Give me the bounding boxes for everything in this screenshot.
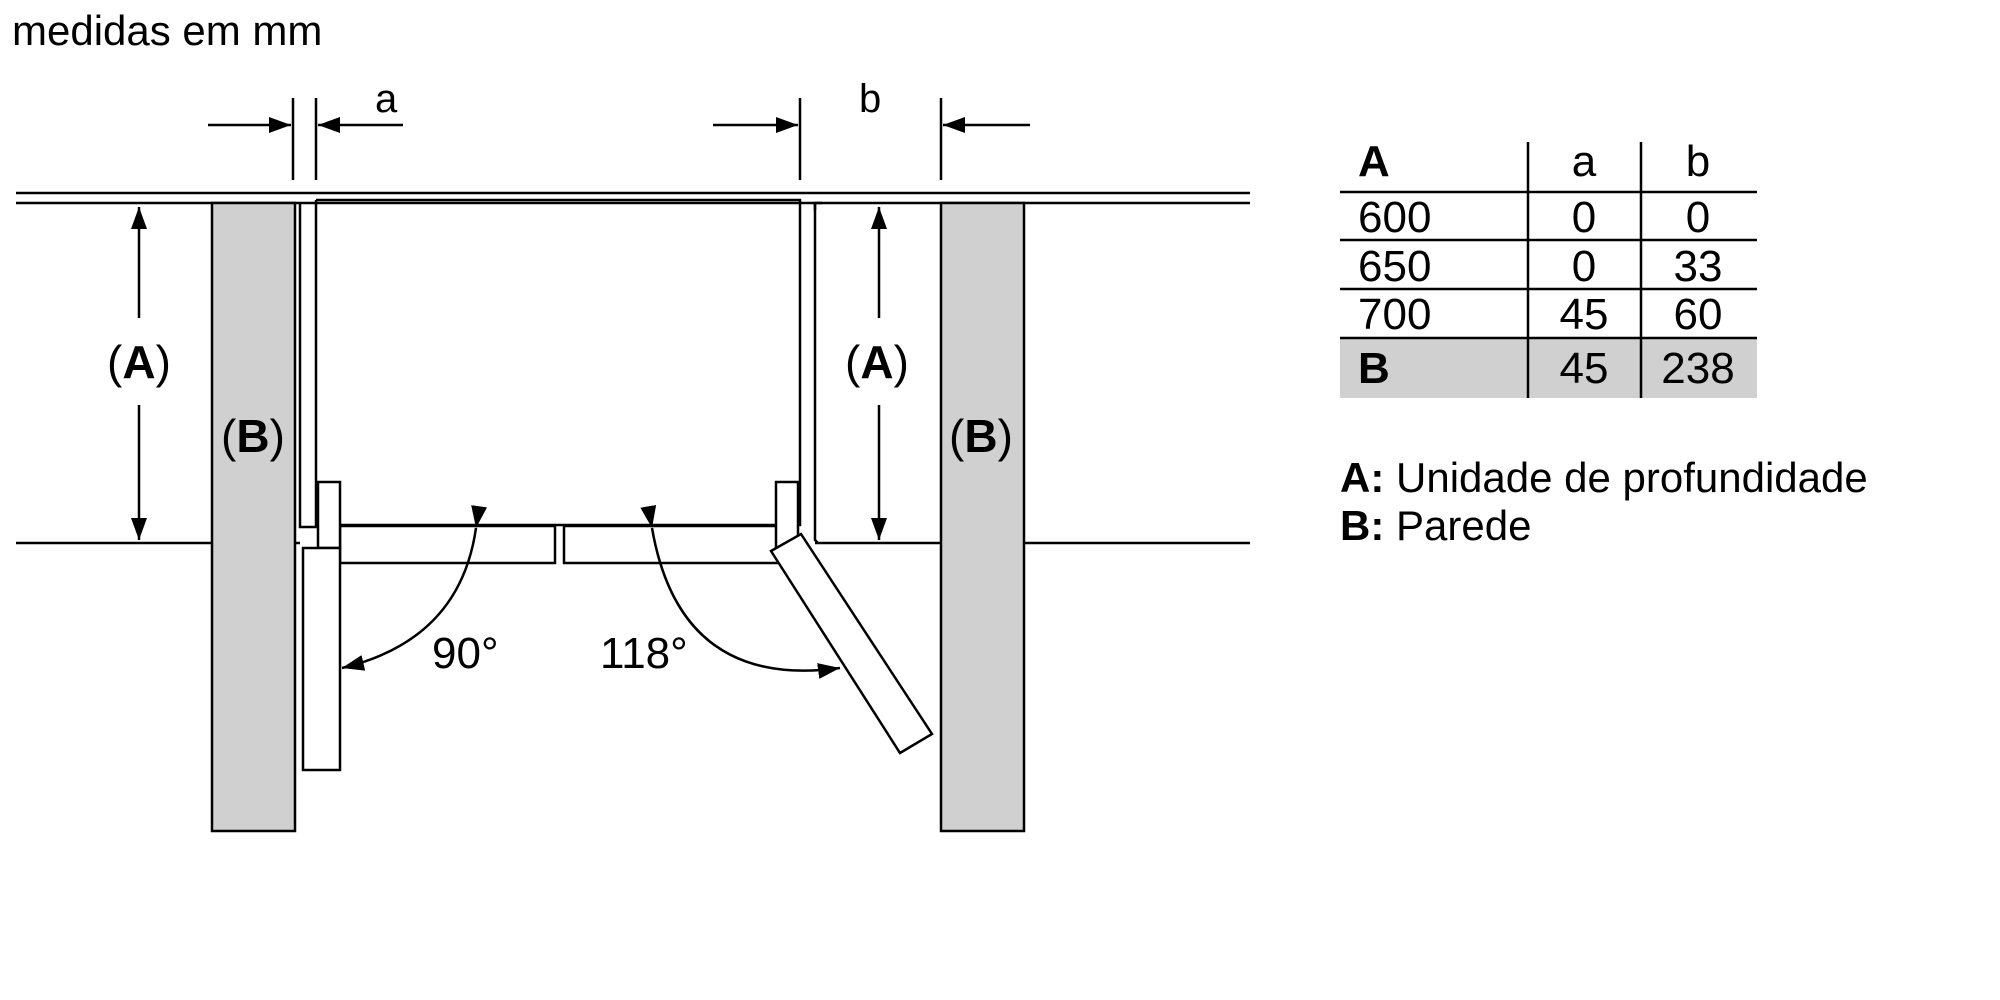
depth-a-left-label: (A) [107,336,171,388]
angle-90-label: 90° [432,629,499,678]
table-cell: 0 [1572,242,1596,291]
dim-a-label: a [375,77,398,121]
table-header-b: b [1686,137,1710,186]
angle-118-label: 118° [600,629,688,678]
arc-90 [341,505,488,671]
left-wall [210,201,297,833]
table-cell: 33 [1674,242,1723,291]
arc-118 [640,504,841,679]
right-door-closed [562,524,791,565]
table-cell: 238 [1661,344,1734,393]
table-cell: 45 [1560,344,1609,393]
legend-item-a: A: Unidade de profundidade [1340,454,1868,501]
depth-a-right-label: (A) [845,336,909,388]
legend-item-b: B: Parede [1340,502,1531,549]
table-cell: 60 [1674,290,1723,339]
table-header-a: a [1572,137,1597,186]
left-hinge [316,480,342,550]
table-cell: 600 [1358,193,1431,242]
wall-b-left-label: (B) [221,410,285,462]
left-door-closed [338,524,557,565]
right-gap-corner [813,201,822,210]
table-header-A: A [1358,137,1390,186]
table-cell: 650 [1358,242,1431,291]
table-cell: B [1358,344,1390,393]
wall-b-right-label: (B) [949,410,1013,462]
table-cell: 45 [1560,290,1609,339]
table-cell: 0 [1572,193,1596,242]
right-gap-line [813,203,819,544]
left-gap-line [298,203,318,529]
table-highlight-row [1340,338,1757,398]
units-label: medidas em mm [12,7,322,54]
right-wall [939,201,1026,833]
right-door-open [769,532,934,755]
left-door-open [301,546,342,772]
table-cell: 0 [1686,193,1710,242]
dimension-table: A a b 600 0 0 650 0 33 700 45 60 B 45 23… [1340,137,1757,398]
dim-b-label: b [859,77,881,121]
appliance-body [314,198,802,527]
table-cell: 700 [1358,290,1431,339]
